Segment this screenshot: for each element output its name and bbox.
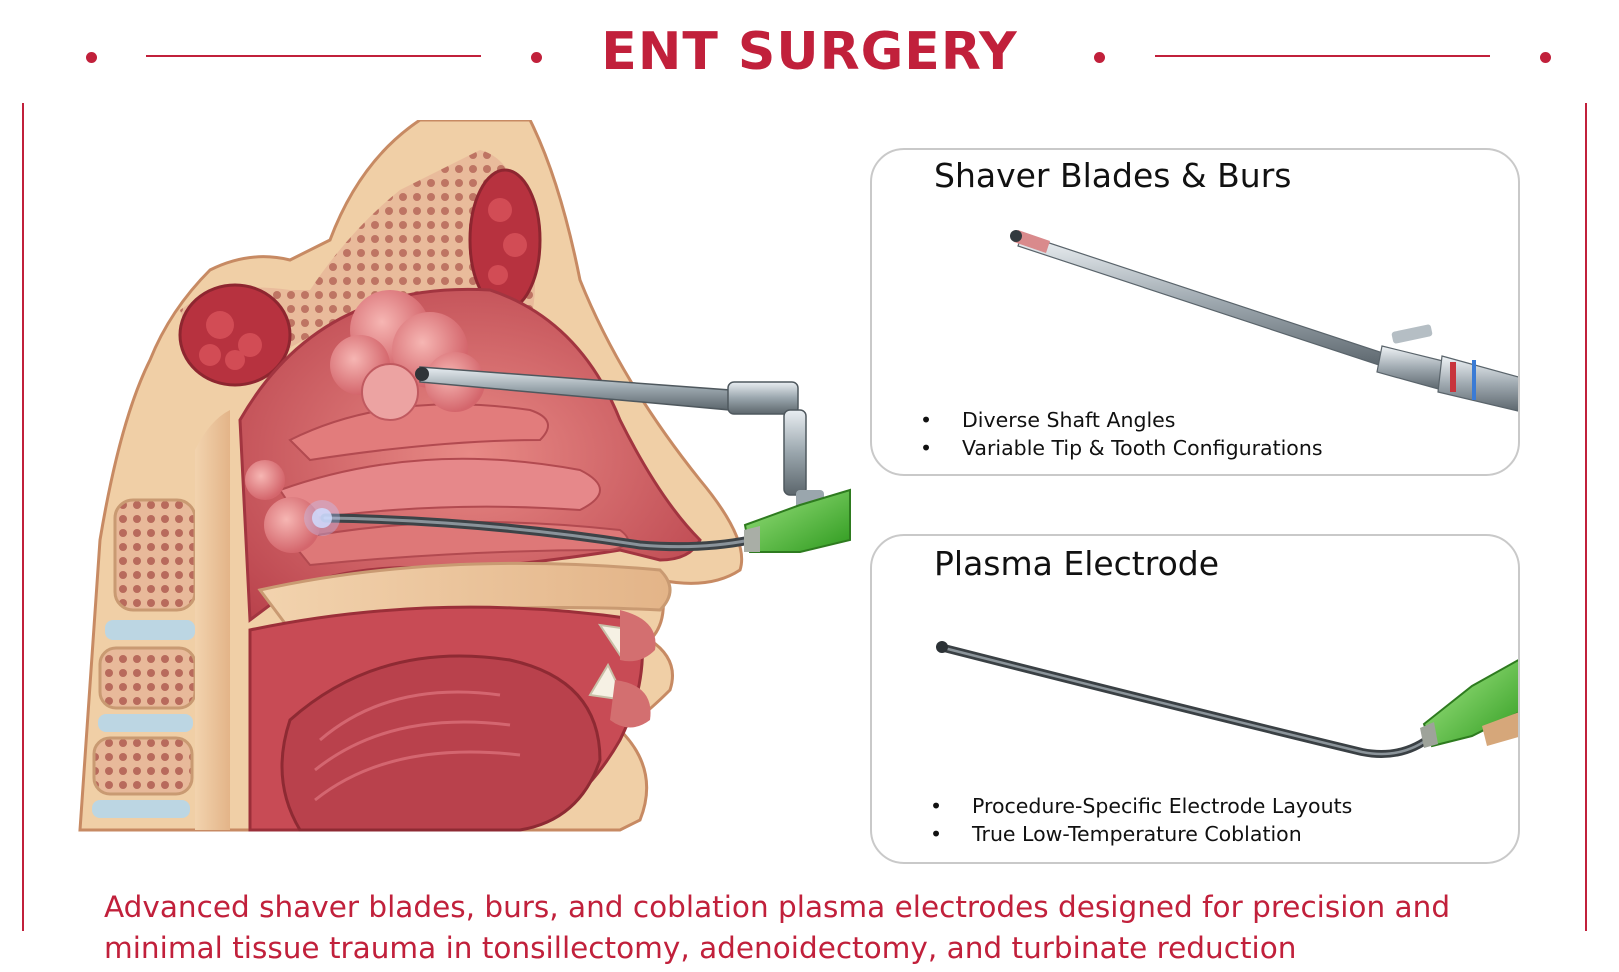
frame-rule-right bbox=[1585, 103, 1587, 931]
panel-title-plasma-electrode: Plasma Electrode bbox=[934, 544, 1220, 583]
header-dot-left-outer bbox=[86, 52, 97, 63]
shaver-blades-panel: Shaver Blades & Burs Diverse Shaft Angle… bbox=[870, 148, 1520, 476]
list-item: Procedure-Specific Electrode Layouts bbox=[930, 792, 1352, 820]
list-item: Diverse Shaft Angles bbox=[920, 406, 1323, 434]
nasal-cavity-cross-section-icon bbox=[78, 120, 851, 832]
header-dot-right-inner bbox=[1094, 52, 1105, 63]
shaver-feature-list: Diverse Shaft Angles Variable Tip & Toot… bbox=[920, 406, 1323, 462]
description-line-1: Advanced shaver blades, burs, and coblat… bbox=[104, 890, 1451, 924]
list-item: True Low-Temperature Coblation bbox=[930, 820, 1352, 848]
page-description: Advanced shaver blades, burs, and coblat… bbox=[104, 887, 1534, 969]
description-line-2: minimal tissue trauma in tonsillectomy, … bbox=[104, 931, 1297, 965]
header-rule-right bbox=[1155, 55, 1490, 57]
header-rule-left bbox=[146, 55, 481, 57]
shaver-blade-instrument-icon bbox=[1010, 230, 1518, 412]
spine-vertebrae bbox=[92, 498, 197, 818]
plasma-electrode-panel: Plasma Electrode Procedure-Specific Elec… bbox=[870, 534, 1520, 864]
header-dot-left-inner bbox=[531, 52, 542, 63]
page-title: ENT SURGERY bbox=[601, 22, 1018, 82]
list-item: Variable Tip & Tooth Configurations bbox=[920, 434, 1323, 462]
panel-title-shaver-blades: Shaver Blades & Burs bbox=[934, 156, 1292, 195]
plasma-electrode-instrument-icon bbox=[936, 641, 1518, 758]
electrode-feature-list: Procedure-Specific Electrode Layouts Tru… bbox=[930, 792, 1352, 848]
header-dot-right-outer bbox=[1540, 52, 1551, 63]
frame-rule-left bbox=[22, 103, 24, 931]
